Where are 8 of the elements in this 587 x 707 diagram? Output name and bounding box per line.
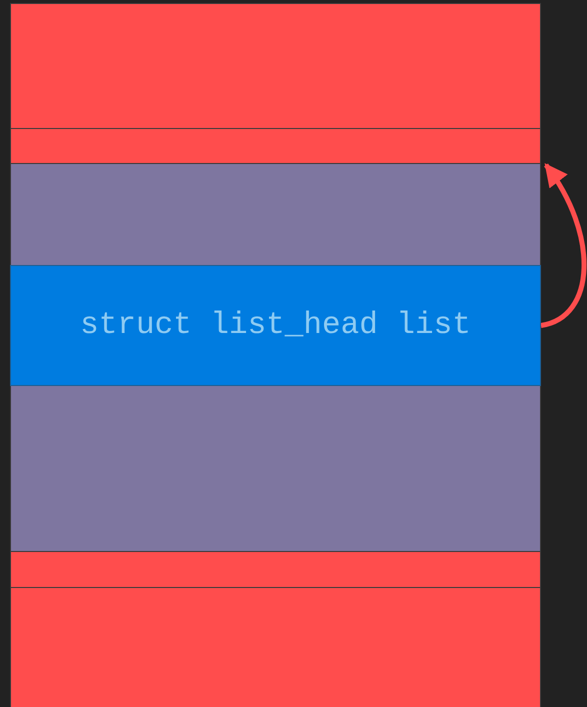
field-label: struct list_head list (80, 308, 471, 343)
memory-block (10, 551, 541, 588)
memory-block (10, 128, 541, 164)
memory-block (10, 3, 541, 129)
arrow (540, 163, 586, 328)
struct-block (10, 163, 541, 552)
list-head-field (10, 265, 541, 386)
memory-block (10, 587, 541, 707)
